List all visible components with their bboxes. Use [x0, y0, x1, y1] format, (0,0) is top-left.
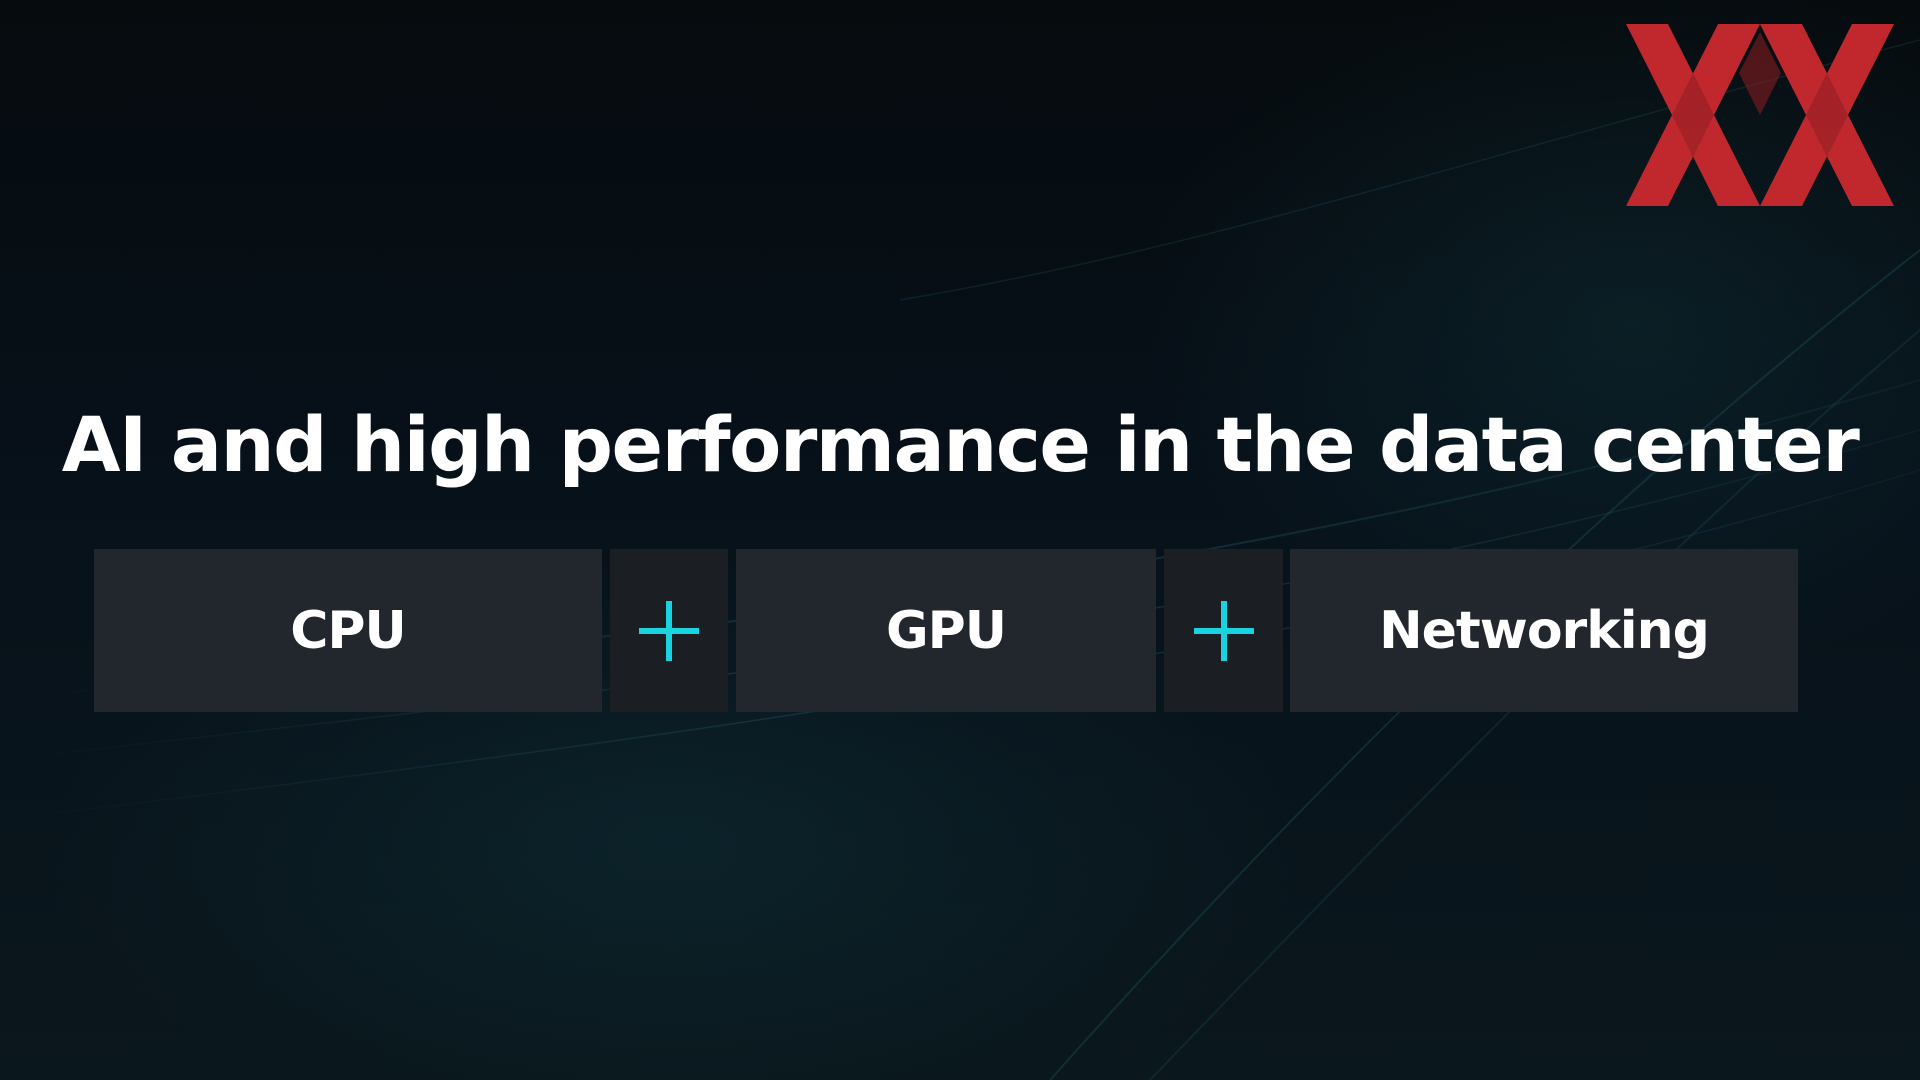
gpu-tile: GPU [736, 549, 1156, 712]
plus-icon [1164, 549, 1283, 712]
plus-icon [610, 549, 728, 712]
networking-tile: Networking [1290, 549, 1798, 712]
slide-title: AI and high performance in the data cent… [61, 400, 1860, 489]
brand-logo-icon [1626, 24, 1894, 206]
cpu-tile: CPU [94, 549, 602, 712]
